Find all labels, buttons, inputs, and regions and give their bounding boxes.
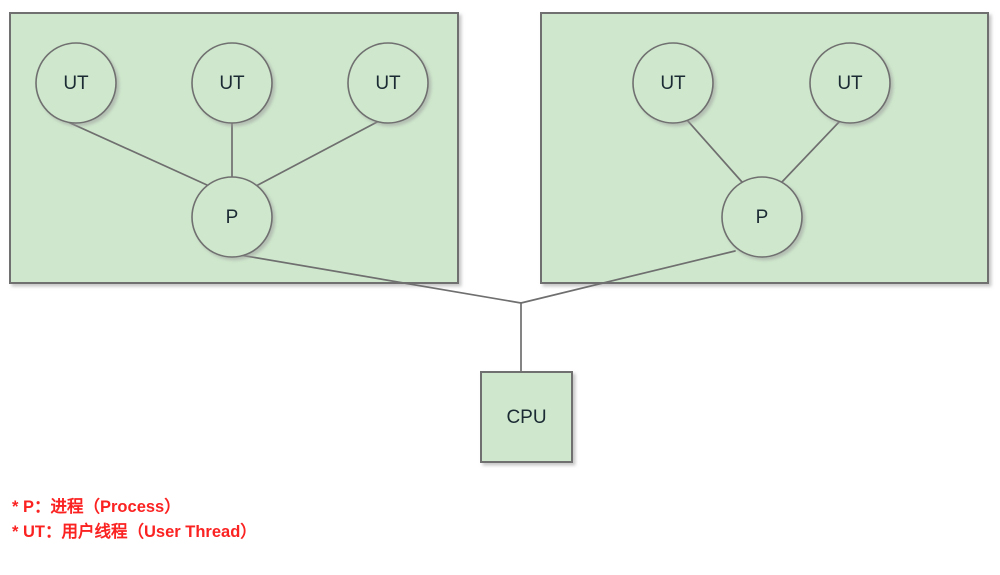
edge-p-right-to-junction [520, 250, 736, 304]
ut-right-1-circle[interactable] [632, 42, 714, 124]
node-p-right[interactable]: P [721, 176, 803, 258]
edge-ut-right-1-to-p-right [686, 119, 743, 183]
node-ut-left-3[interactable]: UT [347, 42, 429, 124]
p-left-label: P [226, 207, 239, 228]
legend-line-process: * P：进程（Process） [12, 498, 181, 516]
edge-ut-left-3-to-p-left [255, 120, 380, 187]
node-cpu[interactable]: CPU [480, 371, 573, 463]
ut-right-1-label: UT [660, 73, 686, 94]
ut-left-3-label: UT [375, 73, 401, 94]
edge-ut-right-2-to-p-right [780, 120, 841, 184]
cpu-box[interactable] [480, 371, 573, 463]
node-p-left[interactable]: P [191, 176, 273, 258]
node-ut-right-2[interactable]: UT [809, 42, 891, 124]
p-right-circle[interactable] [721, 176, 803, 258]
p-right-label: P [756, 207, 769, 228]
node-ut-left-1[interactable]: UT [35, 42, 117, 124]
node-ut-left-2[interactable]: UT [191, 42, 273, 124]
ut-left-3-circle[interactable] [347, 42, 429, 124]
edge-ut-left-1-to-p-left [67, 121, 208, 186]
cpu-label: CPU [506, 407, 546, 428]
node-ut-right-1[interactable]: UT [632, 42, 714, 124]
ut-right-2-circle[interactable] [809, 42, 891, 124]
ut-right-2-label: UT [837, 73, 863, 94]
ut-left-1-circle[interactable] [35, 42, 117, 124]
ut-left-2-circle[interactable] [191, 42, 273, 124]
p-left-circle[interactable] [191, 176, 273, 258]
edge-p-left-to-junction [239, 254, 522, 304]
legend: * P：进程（Process） * UT：用户线程（User Thread） [12, 495, 257, 545]
ut-left-2-label: UT [219, 73, 245, 94]
legend-line-user-thread: * UT：用户线程（User Thread） [12, 523, 257, 541]
ut-left-1-label: UT [63, 73, 89, 94]
